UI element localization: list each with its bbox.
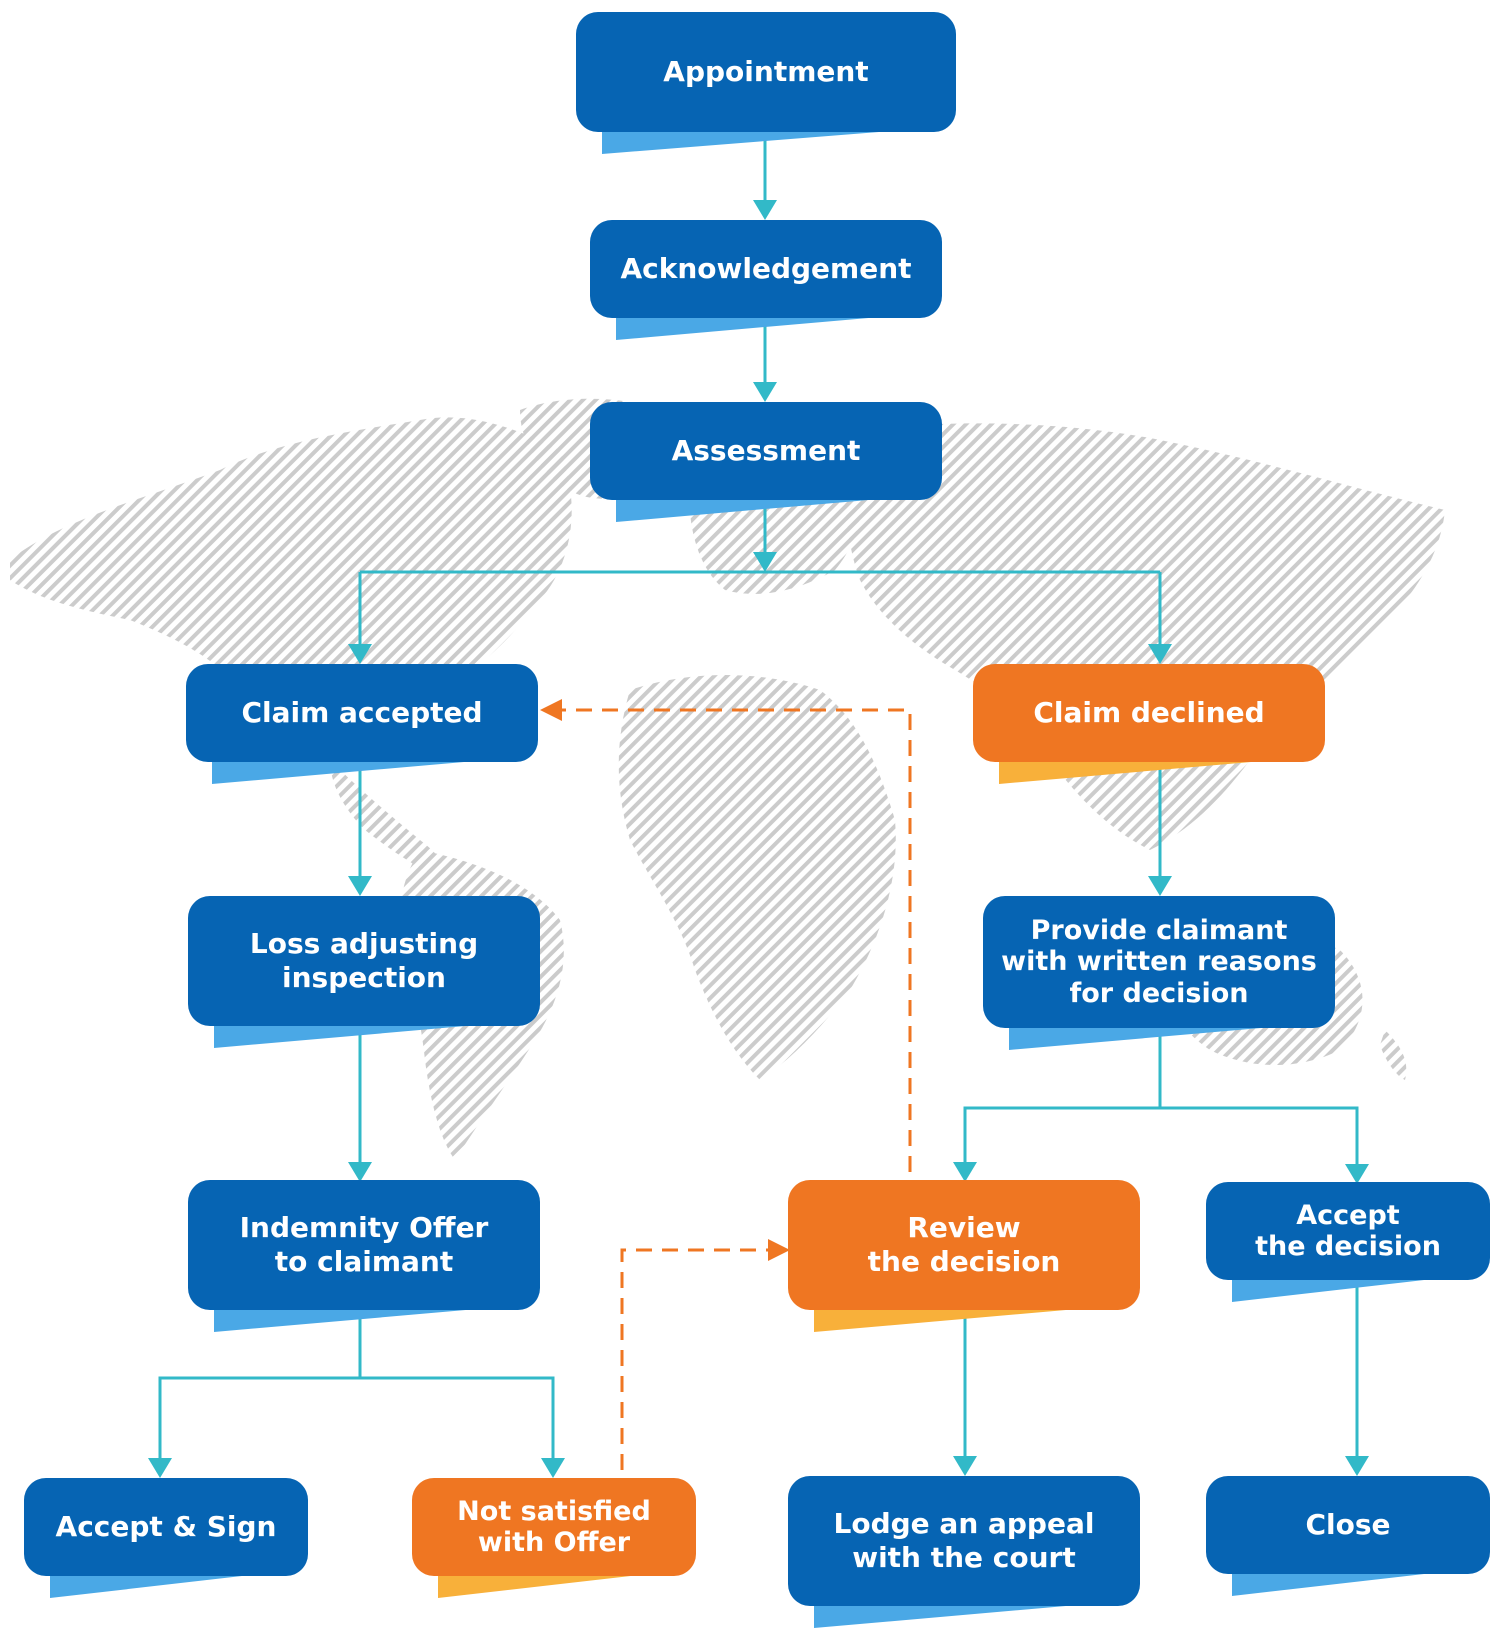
feedback-arrowhead bbox=[768, 1239, 790, 1261]
node-label: Loss adjusting inspection bbox=[249, 926, 479, 994]
node-claim-declined: Claim declined bbox=[973, 664, 1325, 784]
arrowhead bbox=[753, 382, 777, 402]
arrowhead bbox=[348, 876, 372, 896]
node-loss-adjusting-inspection: Loss adjusting inspection bbox=[188, 896, 540, 1048]
arrowhead bbox=[953, 1456, 977, 1476]
arrowhead bbox=[953, 1162, 977, 1182]
arrowhead bbox=[348, 644, 372, 664]
node-label: Appointment bbox=[663, 54, 869, 88]
node-not-satisfied: Not satisfied with Offer bbox=[412, 1478, 696, 1598]
node-box: Provide claimant with written reasons fo… bbox=[983, 896, 1335, 1028]
node-box: Acknowledgement bbox=[590, 220, 942, 318]
map-new-zealand bbox=[1380, 1030, 1407, 1080]
node-label: Indemnity Offer to claimant bbox=[239, 1210, 489, 1278]
node-box: Close bbox=[1206, 1476, 1490, 1574]
node-review-decision: Review the decision bbox=[788, 1180, 1140, 1332]
node-assessment: Assessment bbox=[590, 402, 942, 522]
node-box: Claim declined bbox=[973, 664, 1325, 762]
feedback-not-satisfied-to-review bbox=[620, 1248, 770, 1470]
node-box: Review the decision bbox=[788, 1180, 1140, 1310]
arrowhead bbox=[1148, 876, 1172, 896]
node-label: Not satisfied with Offer bbox=[457, 1495, 651, 1558]
node-indemnity-offer: Indemnity Offer to claimant bbox=[188, 1180, 540, 1332]
feedback-arrowhead bbox=[540, 699, 562, 721]
arrowhead bbox=[753, 200, 777, 220]
node-acknowledgement: Acknowledgement bbox=[590, 220, 942, 340]
node-label: Close bbox=[1305, 1507, 1391, 1541]
node-box: Accept & Sign bbox=[24, 1478, 308, 1576]
node-label: Claim accepted bbox=[241, 695, 483, 729]
node-accept-decision: Accept the decision bbox=[1206, 1182, 1490, 1302]
connector-written-reasons-accept-decision bbox=[1160, 1106, 1359, 1174]
node-label: Accept & Sign bbox=[55, 1509, 277, 1543]
node-box: Appointment bbox=[576, 12, 956, 132]
map-asia bbox=[844, 423, 1445, 850]
arrowhead bbox=[348, 1162, 372, 1182]
feedback-review-to-claim-accepted bbox=[560, 708, 912, 1172]
node-lodge-appeal: Lodge an appeal with the court bbox=[788, 1476, 1140, 1628]
connector-indemnity-split bbox=[158, 1310, 362, 1468]
node-claim-accepted: Claim accepted bbox=[186, 664, 538, 784]
arrowhead bbox=[753, 552, 777, 572]
connector-indemnity-not-satisfied bbox=[360, 1376, 555, 1468]
arrowhead bbox=[1148, 644, 1172, 664]
node-box: Accept the decision bbox=[1206, 1182, 1490, 1280]
arrowhead bbox=[541, 1458, 565, 1478]
node-appointment: Appointment bbox=[576, 12, 956, 154]
node-accept-sign: Accept & Sign bbox=[24, 1478, 308, 1598]
node-box: Not satisfied with Offer bbox=[412, 1478, 696, 1576]
node-label: Review the decision bbox=[867, 1210, 1061, 1278]
arrowhead bbox=[1345, 1164, 1369, 1184]
node-label: Accept the decision bbox=[1255, 1199, 1441, 1262]
node-box: Assessment bbox=[590, 402, 942, 500]
node-label: Provide claimant with written reasons fo… bbox=[1001, 915, 1317, 1009]
node-label: Claim declined bbox=[1033, 695, 1265, 729]
connector-written-reasons-split bbox=[963, 1030, 1162, 1172]
node-box: Loss adjusting inspection bbox=[188, 896, 540, 1026]
node-box: Lodge an appeal with the court bbox=[788, 1476, 1140, 1606]
node-label: Assessment bbox=[671, 433, 861, 467]
node-close: Close bbox=[1206, 1476, 1490, 1596]
node-box: Indemnity Offer to claimant bbox=[188, 1180, 540, 1310]
node-label: Acknowledgement bbox=[620, 251, 912, 285]
node-written-reasons: Provide claimant with written reasons fo… bbox=[983, 896, 1335, 1050]
node-box: Claim accepted bbox=[186, 664, 538, 762]
node-label: Lodge an appeal with the court bbox=[833, 1506, 1095, 1574]
map-africa bbox=[618, 675, 896, 1080]
arrowhead bbox=[148, 1458, 172, 1478]
arrowhead bbox=[1345, 1456, 1369, 1476]
